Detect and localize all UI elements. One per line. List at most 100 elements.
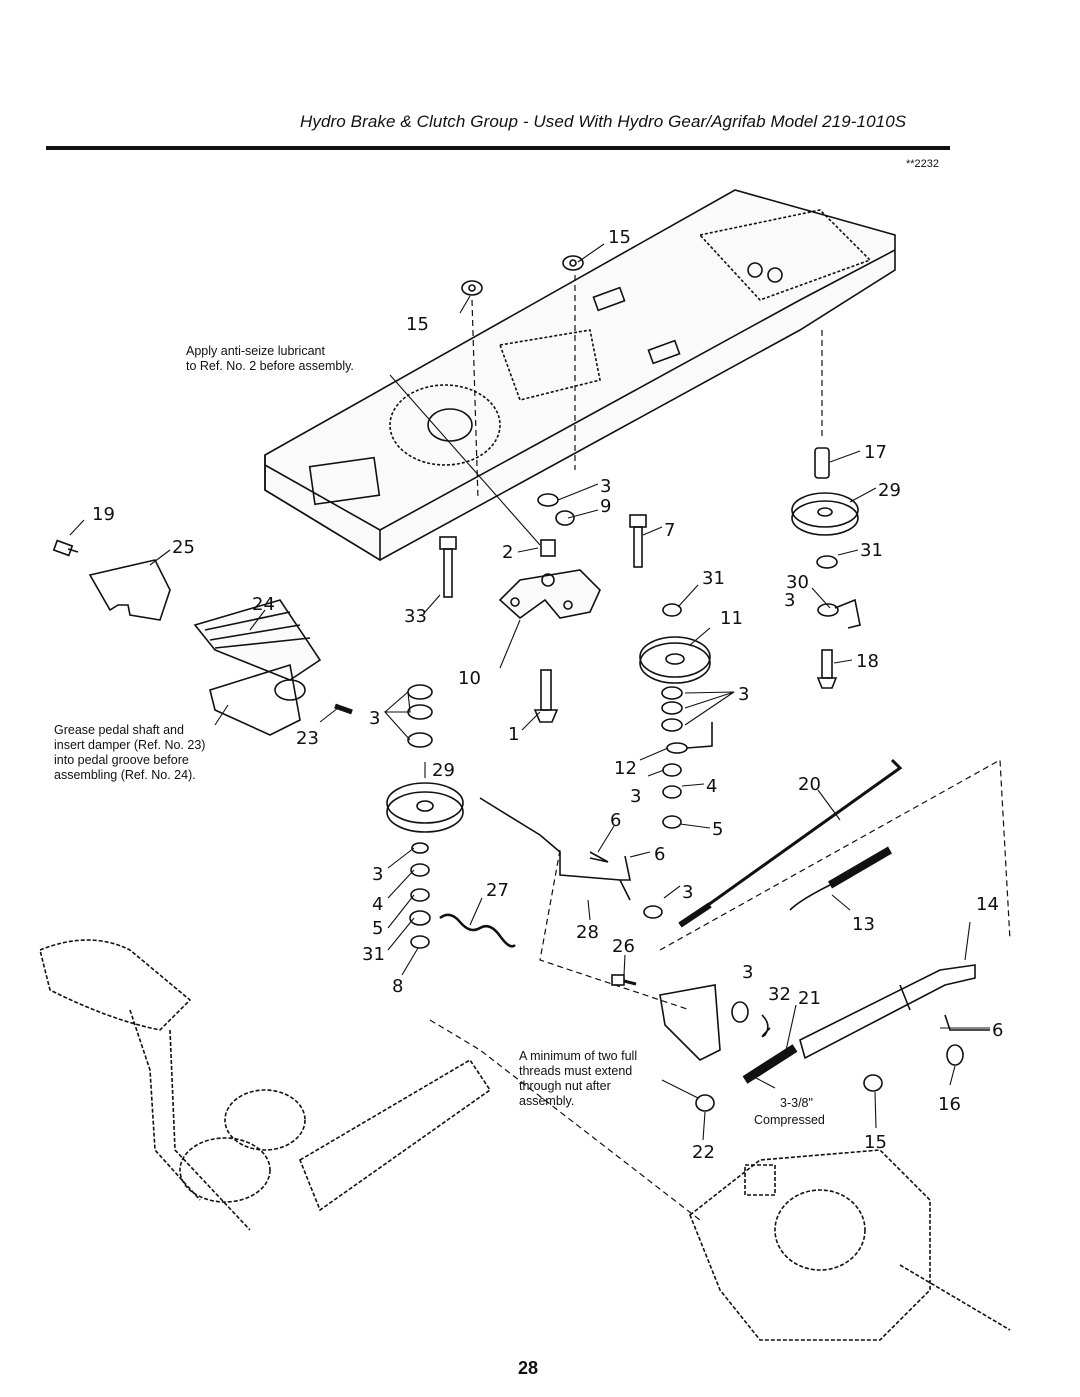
bracket-12 [666,722,713,754]
threads-note-line-3: through nut after [519,1079,611,1093]
bolt-33 [439,536,457,598]
figure-number: **2232 [906,158,940,170]
idler-pulley-29-upper [791,492,859,536]
lubricant-note-line-2: to Ref. No. 2 before assembly. [186,359,354,373]
spring-dimension: 3-3/8" [780,1096,813,1110]
callout-15-left: 15 [406,314,429,335]
callout-31-center: 31 [702,568,725,589]
hydro-transmission [689,1149,1011,1341]
callout-26: 26 [612,936,635,957]
callout-32: 32 [768,984,791,1005]
callout-28: 28 [576,922,599,943]
grease-note-line-4: assembling (Ref. No. 24). [54,768,196,782]
spacer-17 [814,447,830,479]
callout-14: 14 [976,894,999,915]
callout-7: 7 [664,520,675,541]
callout-4-left: 4 [372,894,383,915]
callout-33: 33 [404,606,427,627]
callout-numbers: 15 15 17 29 3 9 7 2 19 25 24 33 31 31 30… [92,227,1003,1163]
clip-32 [761,1014,771,1038]
threads-note: A minimum of two full threads must exten… [519,1049,637,1109]
bolt-19 [52,539,79,557]
callout-3-lower: 3 [742,962,753,983]
hardware-4-5 [662,763,682,829]
hardware-stack-lower-left [409,842,431,949]
threads-note-line-2: threads must extend [519,1064,633,1078]
callout-1: 1 [508,724,519,745]
callout-25: 25 [172,537,195,558]
callout-29-right: 29 [878,480,901,501]
callout-3-mid: 3 [630,786,641,807]
rod-20 [678,758,903,928]
callout-27: 27 [486,880,509,901]
pedal-pad-24 [193,599,322,736]
callout-22: 22 [692,1142,715,1163]
callout-6-a: 6 [610,810,621,831]
callout-29-lower: 29 [432,760,455,781]
nut-15-lower [863,1074,883,1092]
threads-note-line-4: assembly. [519,1094,575,1108]
callout-9: 9 [600,496,611,517]
idler-pulley-29-lower [386,782,464,833]
callout-21: 21 [798,988,821,1009]
callout-4-right: 4 [706,776,717,797]
callout-3-lower-left: 3 [372,864,383,885]
damper-23 [334,703,353,715]
pedal-assembly [39,939,492,1231]
washer-stack-left [407,684,433,748]
callout-3-right: 3 [784,590,795,611]
bolt-26 [611,974,637,986]
callout-30: 30 [786,572,809,593]
callout-15-lower: 15 [864,1132,887,1153]
grease-note-line-1: Grease pedal shaft and [54,723,184,737]
washer-3-rod [643,905,663,919]
assembly-leader-lines [429,275,1011,1221]
callout-3-left: 3 [369,708,380,729]
bracket-assembly-right [659,984,721,1061]
rod-6-right [944,1014,990,1031]
brake-rod-28 [479,797,631,901]
callout-31-right: 31 [860,540,883,561]
bracket-25 [88,559,171,621]
spring-27 [439,913,516,948]
callout-17: 17 [864,442,887,463]
callout-leaders [69,243,990,1141]
callout-20: 20 [798,774,821,795]
grease-note-line-2: insert damper (Ref. No. 23) [54,738,206,752]
callout-8: 8 [392,976,403,997]
idler-arm-30 [817,598,861,629]
cotter-pins-6 [589,851,631,881]
washer-3-top [537,493,559,507]
callout-24: 24 [252,594,275,615]
callout-16: 16 [938,1094,961,1115]
title-rule [46,146,950,150]
washer-3-lower [731,1001,749,1023]
bracket-10 [498,569,601,620]
threads-note-line-1: A minimum of two full [519,1049,638,1063]
callout-10: 10 [458,668,481,689]
flange-nut-15-right [562,255,584,271]
diagram-title: Hydro Brake & Clutch Group - Used With H… [300,112,907,131]
frame-chassis [264,189,896,562]
pulley-11 [639,636,711,684]
callout-15-top: 15 [608,227,631,248]
nut-22 [695,1094,715,1112]
callout-31-left: 31 [362,944,385,965]
callout-6-right: 6 [992,1020,1003,1041]
lubricant-note-line-1: Apply anti-seize lubricant [186,344,325,358]
grease-note-line-3: into pedal groove before [54,753,189,767]
bolt-1 [533,669,559,723]
callout-6-b: 6 [654,844,665,865]
spring-13 [789,846,893,911]
nut-9 [555,510,575,526]
callout-3-rod: 3 [682,882,693,903]
callout-12: 12 [614,758,637,779]
bolt-7 [629,514,647,568]
callout-3-stack: 3 [738,684,749,705]
bracket-14 [799,964,976,1060]
callout-3-top: 3 [600,476,611,497]
callout-5-right: 5 [712,819,723,840]
spring-compressed-label: Compressed [754,1113,825,1127]
washer-stack-right [661,603,683,732]
